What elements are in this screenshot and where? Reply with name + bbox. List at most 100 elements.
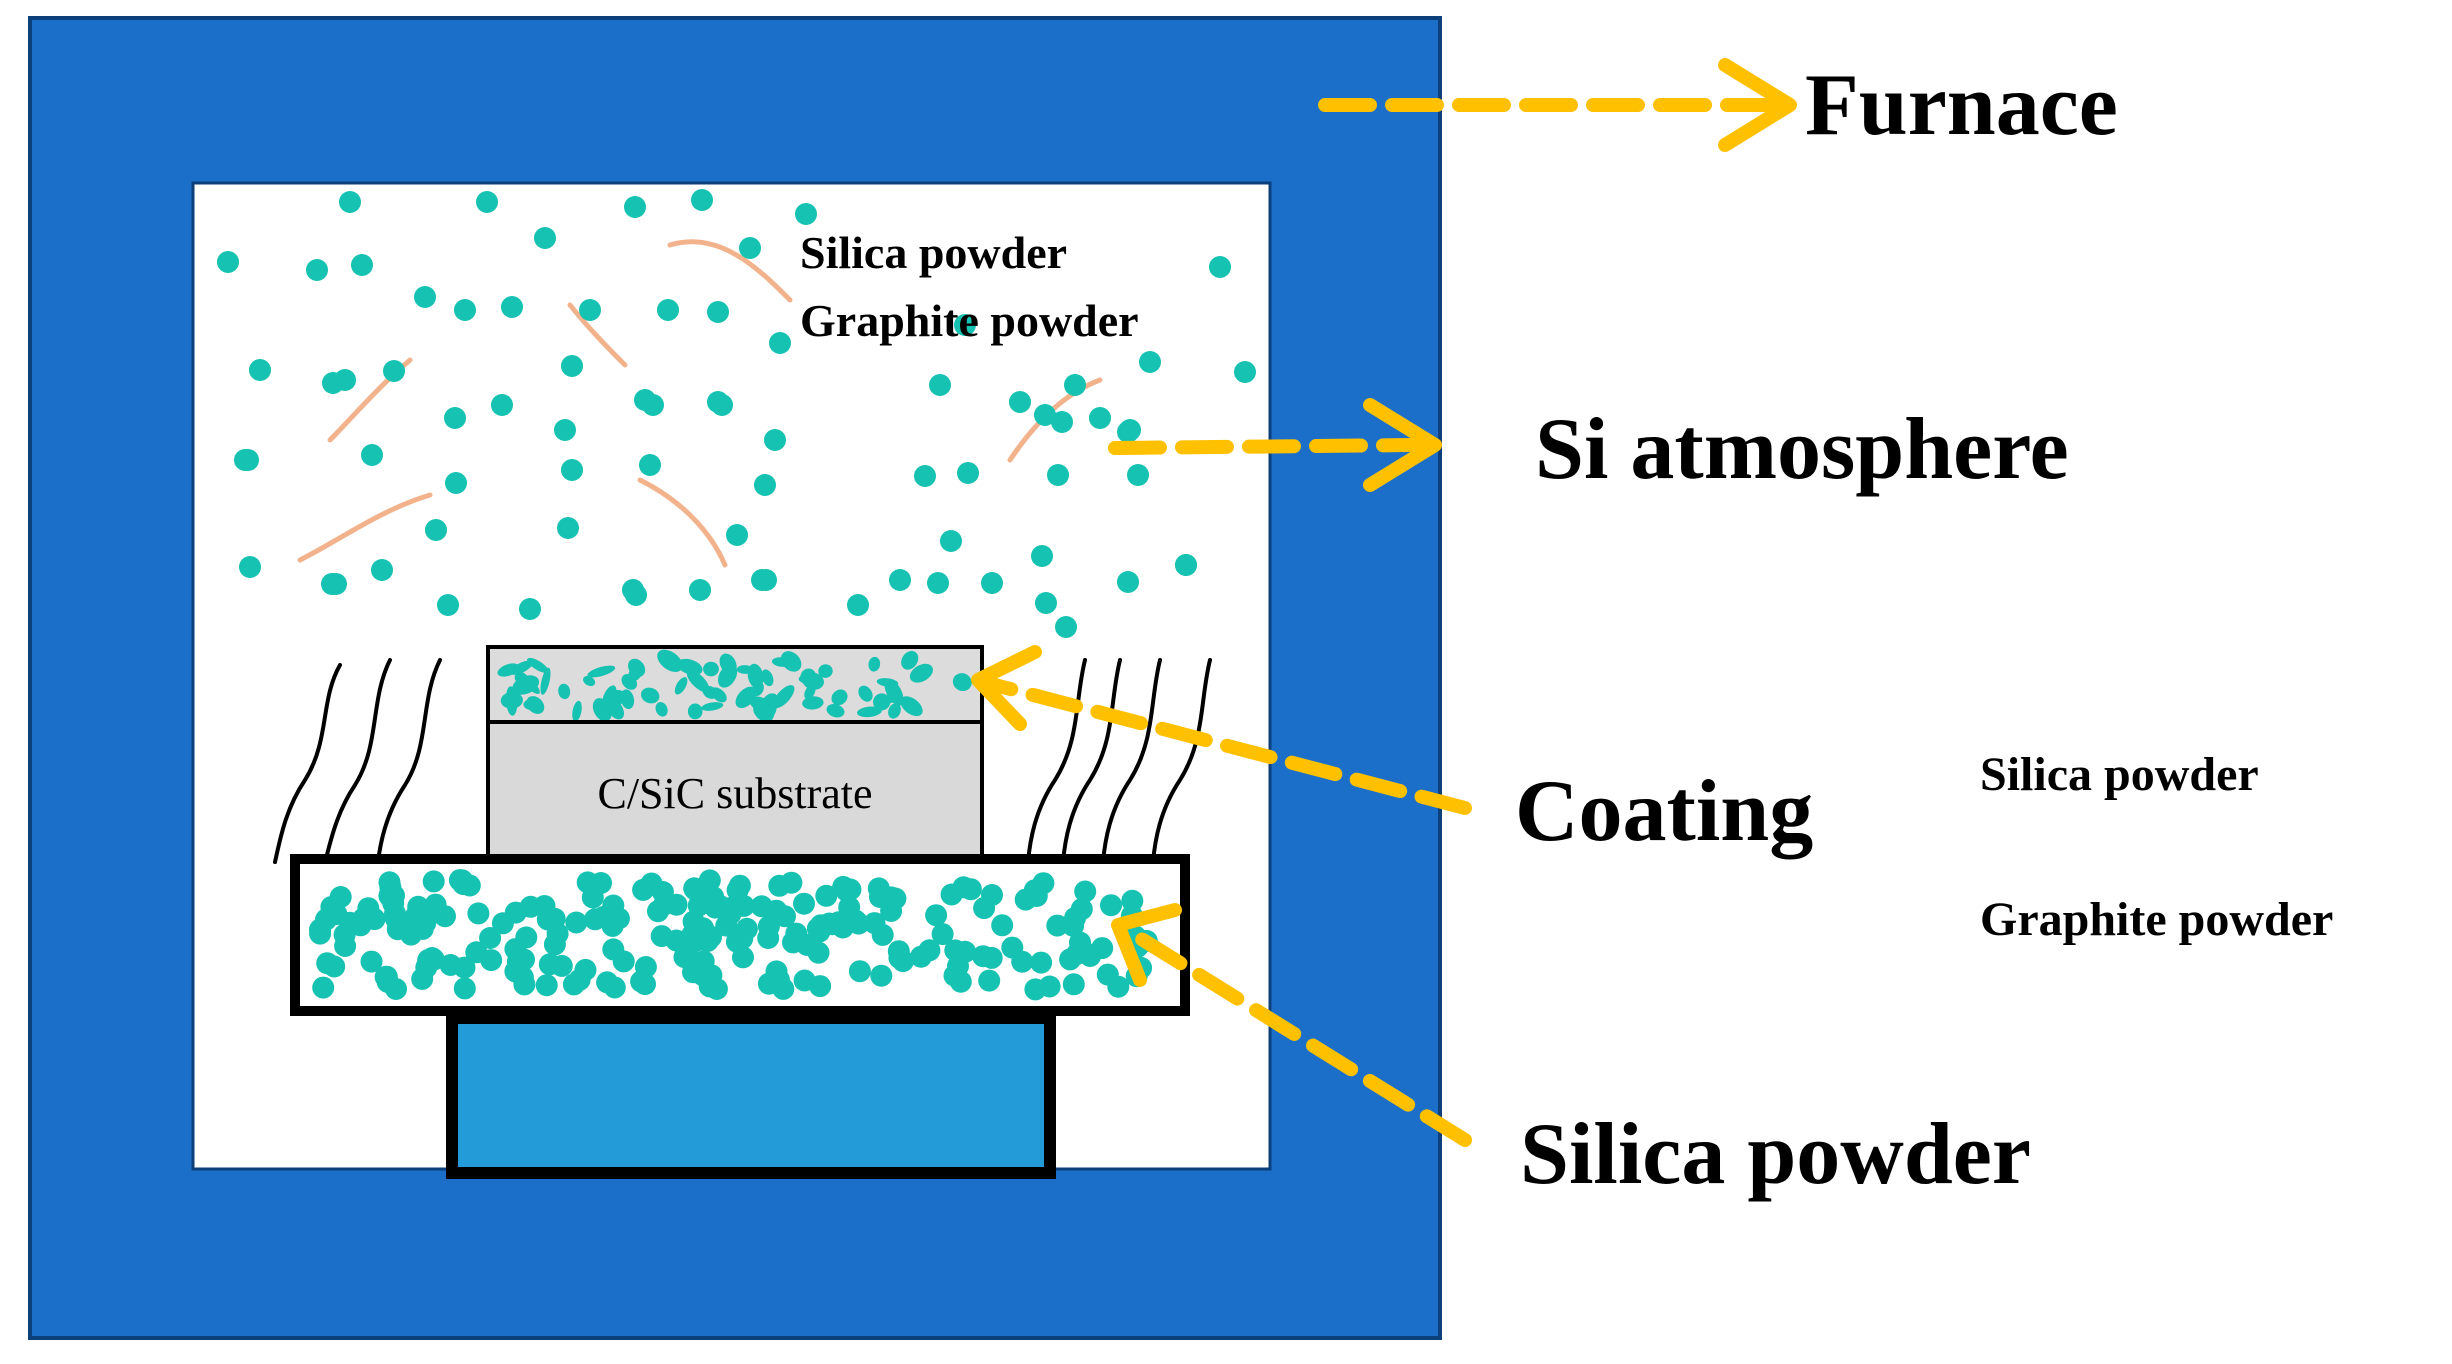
silica-particle <box>1064 374 1086 396</box>
crucible-support <box>446 1012 1056 1179</box>
bed-particle <box>884 887 907 910</box>
chamber-legend-silica: Silica powder <box>800 227 1067 278</box>
bed-particle <box>848 960 871 983</box>
bed-particle <box>757 972 780 995</box>
bed-particle <box>793 969 816 992</box>
silica-particle <box>217 251 239 273</box>
silica-particle <box>361 444 383 466</box>
bed-particle <box>847 912 870 935</box>
bed-particle <box>422 870 445 893</box>
bed-particle <box>574 958 597 981</box>
bed-particle <box>632 878 655 901</box>
silica-particle <box>914 465 936 487</box>
silica-particle <box>501 296 523 318</box>
coating-fragment <box>736 665 754 674</box>
coating-fragment <box>798 674 817 684</box>
bed-particle <box>320 896 343 918</box>
silica-particle <box>639 454 661 476</box>
coating-fragment <box>858 685 873 702</box>
bed-particle <box>1030 951 1053 974</box>
side-legend-graphite: Graphite powder <box>1980 893 2333 946</box>
silica-particle <box>624 196 646 218</box>
silica-particle <box>445 472 467 494</box>
silica-powder-label: Silica powder <box>1520 1106 2031 1203</box>
coating-fragment <box>640 687 660 704</box>
bed-particle <box>543 907 566 930</box>
silica-particle <box>425 519 447 541</box>
coating-fragment <box>780 651 802 672</box>
bed-particle <box>480 949 503 972</box>
coating-particles <box>497 649 972 722</box>
side-legend-silica: Silica powder <box>1980 748 2259 801</box>
silica-particle <box>625 584 647 606</box>
coating-fragment <box>674 677 688 695</box>
silica-particle <box>237 449 259 471</box>
silica-particle <box>795 203 817 225</box>
bed-particle <box>602 938 625 961</box>
bed-particle <box>685 929 708 952</box>
coating-fragment <box>901 650 919 670</box>
silica-particle <box>764 429 786 451</box>
coating-fragment <box>952 673 972 692</box>
bed-particle <box>634 956 657 978</box>
bed-particle <box>700 964 723 987</box>
heat-line <box>1151 658 1212 864</box>
coating-fragment <box>583 675 596 687</box>
silica-particle <box>657 299 679 321</box>
bed-particle <box>565 911 588 934</box>
silica-particle <box>1035 592 1057 614</box>
bed-particle <box>750 895 773 918</box>
silica-particle <box>754 474 776 496</box>
bed-particle <box>421 947 444 969</box>
bed-particle <box>832 875 855 898</box>
bed-particle <box>665 893 688 916</box>
silica-particle <box>383 360 405 382</box>
silica-particle <box>689 579 711 601</box>
coating-fragment <box>687 703 703 720</box>
silica-particle <box>691 189 713 211</box>
silica-particle <box>476 191 498 213</box>
silica-particle <box>940 530 962 552</box>
silica-particle <box>1047 464 1069 486</box>
bed-particle <box>515 926 538 949</box>
bed-particle <box>1001 936 1024 959</box>
silica-particle <box>1089 407 1111 429</box>
si-atmosphere-label: Si atmosphere <box>1535 401 2069 498</box>
coating-fragment <box>753 701 775 722</box>
bed-particle <box>1096 963 1119 986</box>
bed-particle <box>603 976 626 999</box>
bed-particle <box>434 905 456 928</box>
bed-particle <box>453 956 476 979</box>
bed-particle <box>888 946 911 969</box>
bed-particle <box>698 869 721 892</box>
silica-particle <box>957 462 979 484</box>
coating-fragment <box>505 686 518 716</box>
bed-particle <box>931 923 954 946</box>
bed-particle <box>1100 894 1122 917</box>
silica-particle <box>437 594 459 616</box>
heat-line <box>1061 658 1122 864</box>
silica-particle <box>249 359 271 381</box>
silica-particle <box>1127 464 1149 486</box>
silica-particle <box>561 355 583 377</box>
silica-particle <box>339 191 361 213</box>
bed-particle <box>513 948 535 971</box>
graphite-fiber <box>567 302 628 368</box>
arrow-coating <box>971 645 1472 815</box>
bed-particle <box>451 869 474 892</box>
arrow-si-atmosphere <box>1108 398 1442 492</box>
heat-line <box>323 658 392 864</box>
graphite-fiber <box>667 239 793 303</box>
bed-particle <box>925 904 948 927</box>
silica-particle <box>847 594 869 616</box>
silica-particle <box>981 572 1003 594</box>
coating-fragment <box>857 706 882 718</box>
silica-particle <box>739 237 761 259</box>
coating-fragment <box>540 667 551 695</box>
bed-particle <box>378 884 401 907</box>
coating-fragment <box>518 673 540 694</box>
bed-particle <box>815 884 838 907</box>
heat-line <box>273 663 342 864</box>
silica-particle <box>454 299 476 321</box>
